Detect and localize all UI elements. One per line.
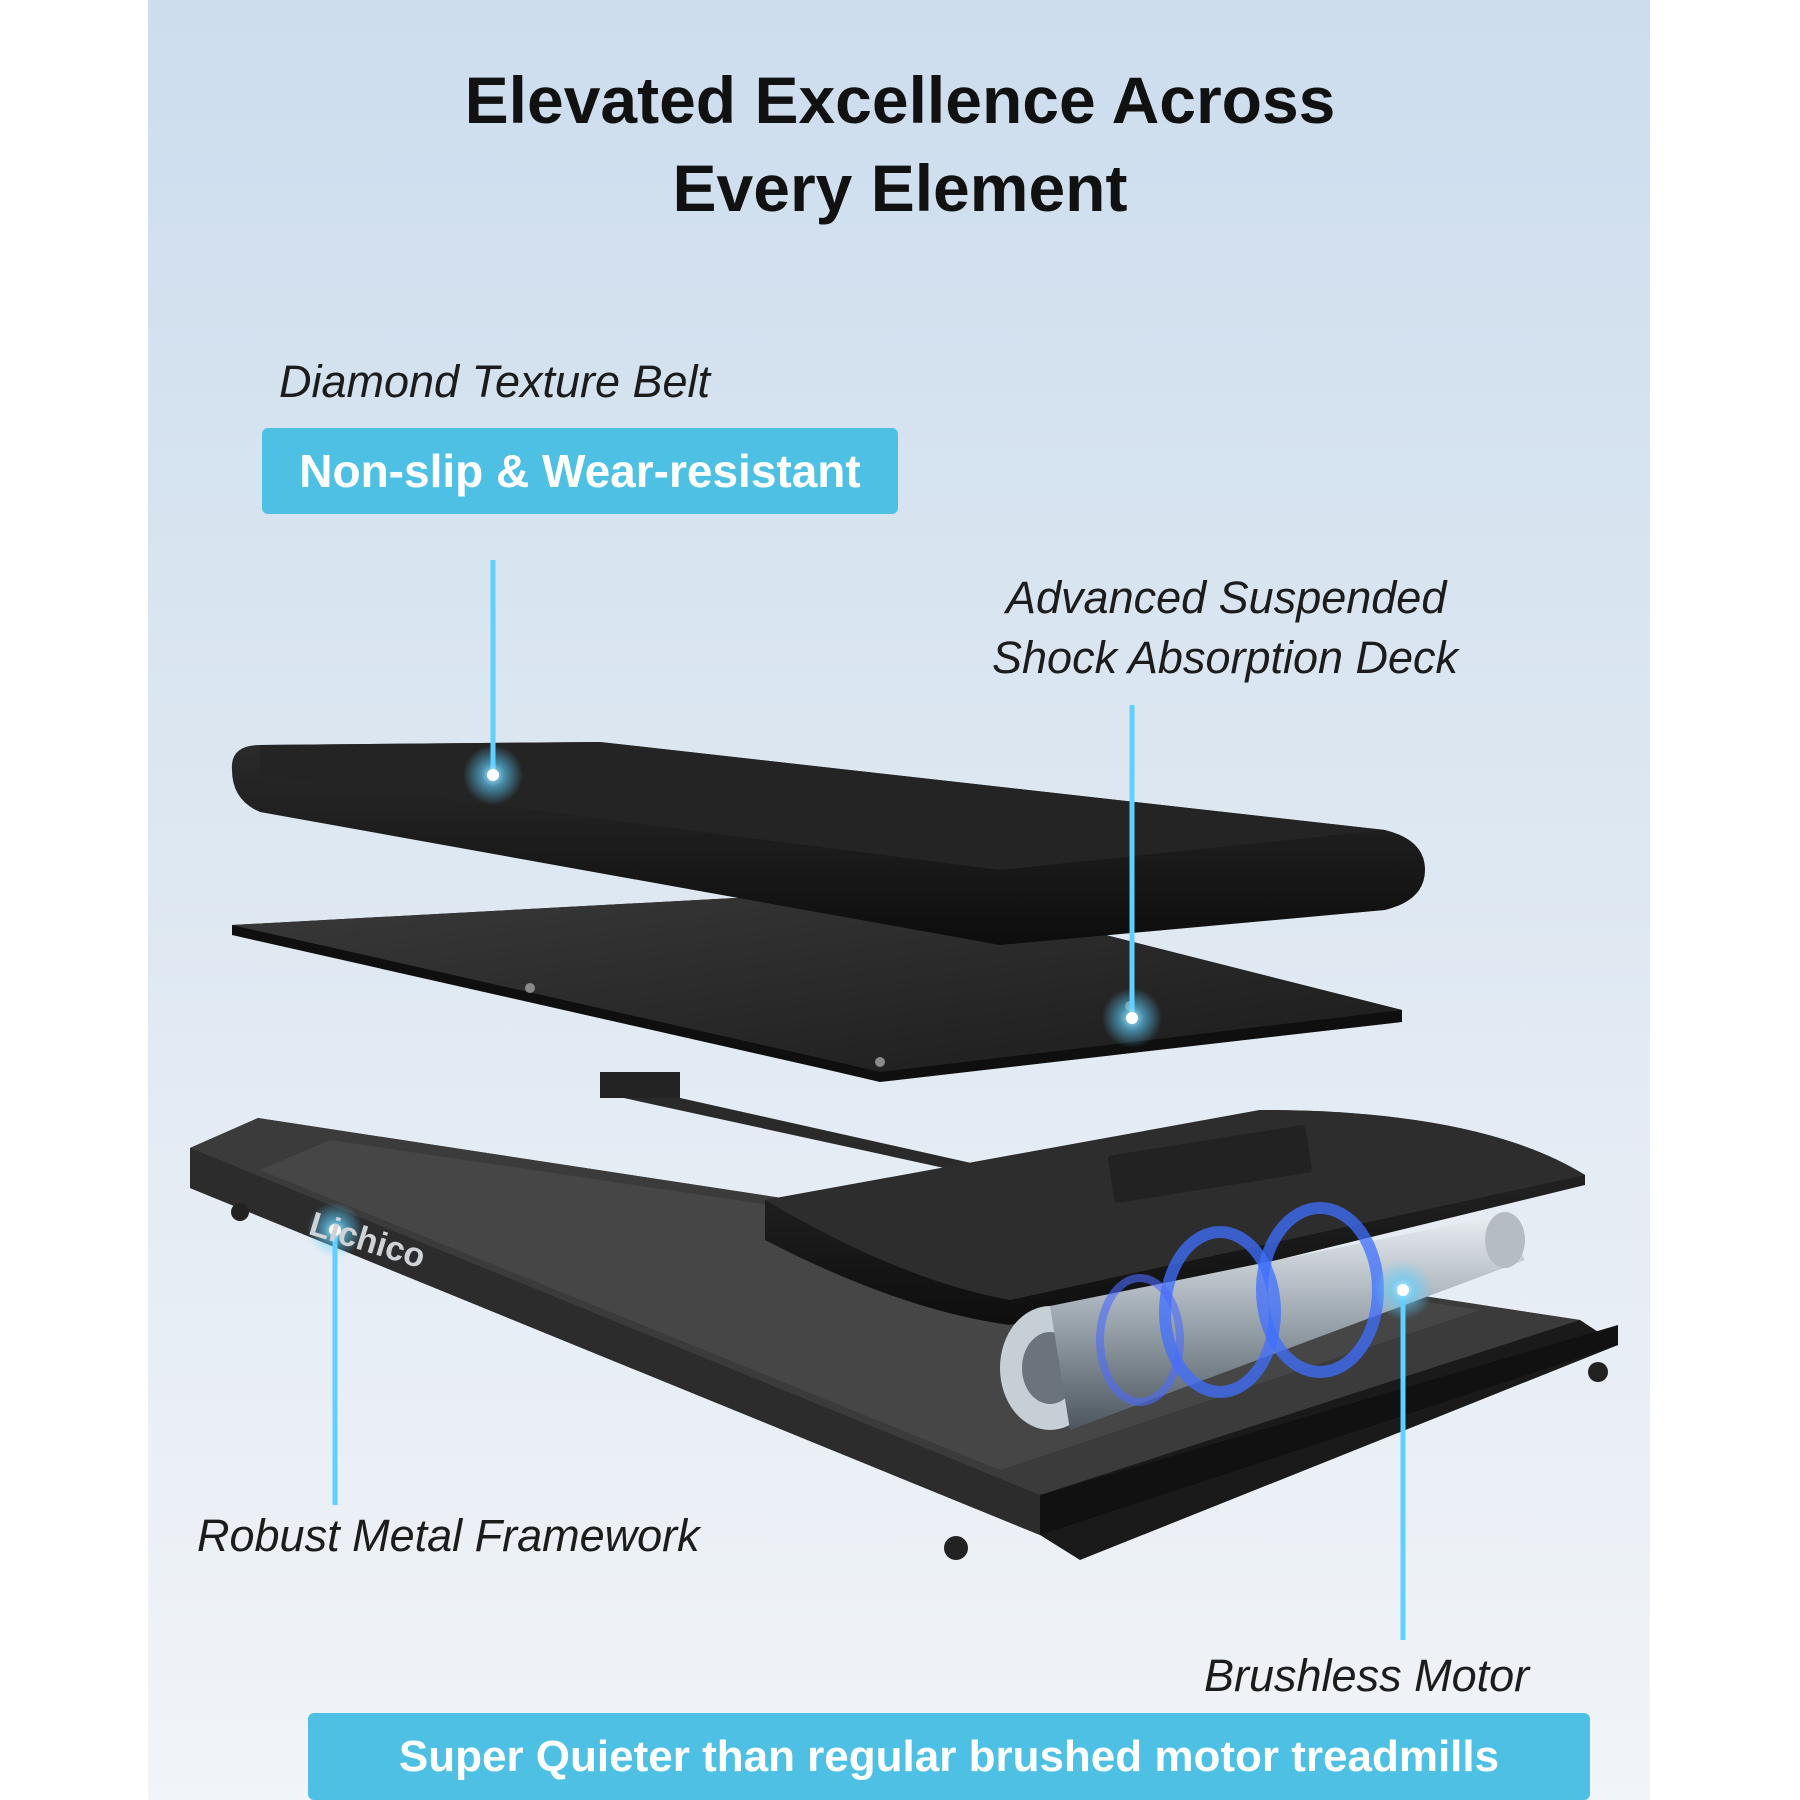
headline-line-2: Every Element bbox=[672, 151, 1128, 225]
deck-label-line-1: Advanced Suspended bbox=[1006, 572, 1447, 623]
pointer-lines bbox=[307, 560, 1433, 1640]
frame-label: Robust Metal Framework bbox=[197, 1510, 700, 1561]
headline-line-1: Elevated Excellence Across bbox=[464, 63, 1336, 137]
diamond-texture-belt bbox=[231, 742, 1425, 945]
belt-label: Diamond Texture Belt bbox=[279, 356, 711, 407]
deck-label-line-2: Shock Absorption Deck bbox=[992, 632, 1459, 683]
motor-cover bbox=[765, 1110, 1585, 1325]
belt-badge: Non-slip & Wear-resistant bbox=[262, 428, 898, 514]
motor-badge: Super Quieter than regular brushed motor… bbox=[308, 1713, 1590, 1800]
motor-label: Brushless Motor bbox=[1204, 1650, 1530, 1701]
